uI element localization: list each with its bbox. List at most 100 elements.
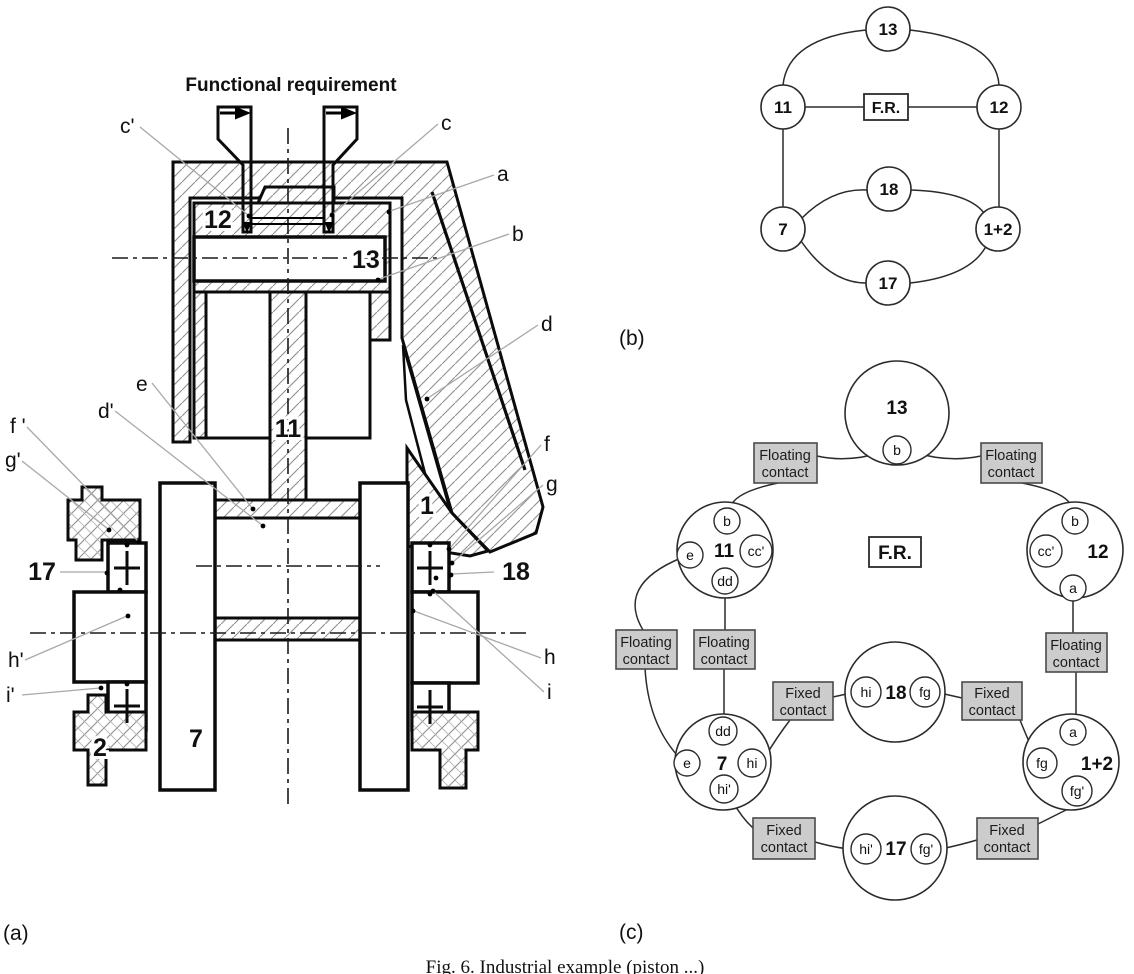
svg-text:Fixed: Fixed	[989, 823, 1024, 839]
point-label-i: i	[547, 681, 552, 704]
c-node-1plus2-label: 1+2	[1081, 754, 1113, 775]
svg-text:Fixed: Fixed	[766, 823, 801, 839]
svg-text:Floating: Floating	[620, 635, 672, 651]
skirt-left-column	[192, 290, 208, 440]
part-label-1: 1	[420, 492, 434, 520]
wrist-pin-13	[192, 235, 387, 283]
point-label-h-prime: h'	[8, 649, 24, 672]
point-label-c-prime: c'	[120, 115, 135, 138]
b-node-18-label: 18	[880, 180, 899, 199]
point-label-f: f	[544, 433, 550, 456]
svg-text:fg: fg	[1036, 755, 1048, 771]
gallery-lines	[251, 217, 324, 225]
b-node-11	[760, 84, 806, 130]
panel-c-graph: Floating contact Floating contact Floati…	[615, 360, 1124, 944]
part-label-11: 11	[275, 415, 302, 443]
part-label-12: 12	[204, 206, 232, 234]
b-node-11-label: 11	[774, 98, 792, 117]
part-label-13: 13	[352, 246, 380, 274]
right-journal-block	[410, 590, 480, 685]
svg-text:cc': cc'	[748, 543, 765, 559]
left-arrow-icon	[235, 106, 251, 120]
panel-c-tag: (c)	[619, 921, 644, 944]
load-indicators	[216, 105, 359, 234]
svg-text:dd: dd	[717, 573, 733, 589]
svg-text:e: e	[686, 547, 694, 563]
svg-text:Floating: Floating	[759, 448, 811, 464]
svg-text:contact: contact	[1053, 655, 1100, 671]
panel-b-tag: (b)	[619, 327, 645, 350]
b-node-13	[865, 6, 911, 52]
skirt-right-column	[368, 290, 392, 342]
point-label-i-prime: i'	[6, 684, 15, 707]
c-fr-box	[868, 536, 922, 568]
c-fr-label: F.R.	[878, 543, 912, 564]
point-label-c: c	[441, 112, 452, 135]
svg-text:contact: contact	[988, 465, 1035, 481]
center-lines	[30, 128, 530, 806]
b-node-1plus2	[975, 206, 1021, 252]
c-node-7-label: 7	[717, 754, 728, 775]
svg-text:hi: hi	[747, 755, 758, 771]
point-label-f-prime: f '	[10, 415, 26, 438]
part-label-2: 2	[93, 734, 107, 762]
svg-text:Fixed: Fixed	[785, 686, 820, 702]
arm-mid-boundary	[430, 191, 527, 471]
svg-text:a: a	[1069, 580, 1077, 596]
c-node-13-label: 13	[886, 398, 907, 419]
c-port-labels: b b e cc' dd b cc' a hi fg dd e hi hi' a…	[683, 442, 1084, 857]
bearing-cross-marks	[114, 551, 443, 724]
c-node-11-label: 11	[714, 541, 735, 562]
c-node-ports	[673, 435, 1093, 865]
svg-text:Fixed: Fixed	[974, 686, 1009, 702]
point-label-d: d	[541, 313, 553, 336]
c-node-18	[844, 641, 946, 743]
part-label-18: 18	[502, 558, 530, 586]
c-node-17-label: 17	[885, 839, 906, 860]
svg-text:hi': hi'	[859, 841, 873, 857]
svg-text:fg: fg	[919, 684, 931, 700]
crank-web-right	[358, 481, 410, 792]
svg-text:contact: contact	[762, 465, 809, 481]
panel-b-edges	[782, 29, 1000, 284]
point-label-d-prime: d'	[98, 400, 114, 423]
svg-text:contact: contact	[984, 840, 1031, 856]
functional-requirement-title: Functional requirement	[185, 75, 397, 96]
b-node-7	[760, 206, 806, 252]
svg-text:b: b	[893, 442, 901, 458]
panel-a-drawing: Functional requirement c' c a b d e d' f…	[3, 75, 558, 945]
svg-text:b: b	[723, 513, 731, 529]
b-node-17	[865, 260, 911, 306]
skirt-right-pocket	[304, 290, 372, 440]
b-node-7-label: 7	[778, 220, 787, 239]
figure-caption: Fig. 6. Industrial example (piston ...)	[426, 957, 705, 974]
svg-text:contact: contact	[780, 703, 827, 719]
right-arrow-icon	[341, 106, 357, 120]
b-node-17-label: 17	[879, 274, 898, 293]
c-contact-boxes	[615, 442, 1108, 860]
c-node-17	[842, 795, 948, 901]
svg-text:contact: contact	[623, 652, 670, 668]
b-fr-box	[863, 93, 909, 121]
point-label-e: e	[136, 373, 148, 396]
svg-text:contact: contact	[969, 703, 1016, 719]
point-label-a: a	[497, 163, 509, 186]
right-flange-section	[410, 710, 480, 790]
svg-text:contact: contact	[701, 652, 748, 668]
svg-text:e: e	[683, 755, 691, 771]
b-fr-label: F.R.	[872, 100, 900, 117]
svg-text:b: b	[1071, 513, 1079, 529]
c-node-12-label: 12	[1087, 542, 1108, 563]
b-node-12	[976, 84, 1022, 130]
svg-text:fg': fg'	[1070, 783, 1084, 799]
svg-text:fg': fg'	[919, 841, 933, 857]
svg-text:contact: contact	[761, 840, 808, 856]
svg-text:hi': hi'	[717, 781, 731, 797]
left-journal-block	[72, 590, 148, 684]
b-node-18	[866, 166, 912, 212]
skirt-left-pocket	[204, 290, 272, 440]
panel-b-graph: F.R. 13 11 12 18 7 1+2 17 (b)	[619, 6, 1022, 350]
svg-text:Floating: Floating	[985, 448, 1037, 464]
